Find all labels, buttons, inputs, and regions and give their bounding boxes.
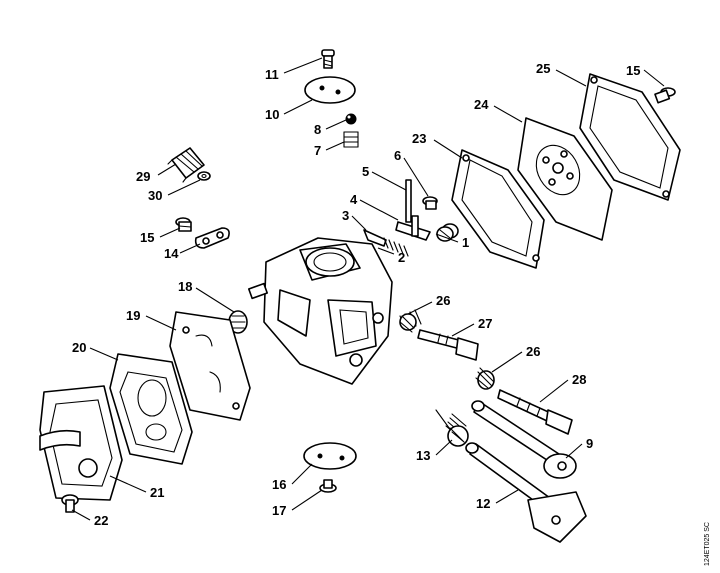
part-washer-30 xyxy=(197,171,211,181)
callout-1: 1 xyxy=(462,235,469,250)
callout-29: 29 xyxy=(136,169,150,184)
callout-10: 10 xyxy=(265,107,279,122)
reference-code: 124ET025 SC xyxy=(704,522,711,566)
callout-6: 6 xyxy=(394,148,401,163)
part-screw-15-right xyxy=(654,87,676,104)
part-disc-10 xyxy=(304,76,356,104)
part-spring-7 xyxy=(343,131,359,148)
callout-4: 4 xyxy=(350,192,358,207)
part-shaft-9 xyxy=(471,400,577,479)
part-screw-22 xyxy=(61,494,79,513)
callout-19: 19 xyxy=(126,308,140,323)
part-screw-11 xyxy=(321,49,335,69)
part-ball-8 xyxy=(345,113,357,125)
part-needle-28 xyxy=(497,389,573,435)
callout-24: 24 xyxy=(474,97,489,112)
part-disc-16 xyxy=(303,442,357,470)
leader-lines xyxy=(71,57,665,521)
part-needle-27 xyxy=(417,329,479,361)
part-diaphragm-20 xyxy=(109,353,193,465)
callout-27: 27 xyxy=(478,316,492,331)
part-pin-5 xyxy=(405,179,412,223)
callout-28: 28 xyxy=(572,372,586,387)
callout-7: 7 xyxy=(314,143,321,158)
part-bracket-14 xyxy=(194,227,230,249)
part-gasket-23 xyxy=(451,149,545,269)
callout-20: 20 xyxy=(72,340,86,355)
callout-26-upper: 26 xyxy=(436,293,450,308)
part-gasket-19 xyxy=(169,311,251,421)
part-cover-21 xyxy=(39,385,123,501)
part-screw-6 xyxy=(422,196,438,210)
callout-15-left: 15 xyxy=(140,230,154,245)
callout-21: 21 xyxy=(150,485,164,500)
part-spring-2 xyxy=(383,237,409,257)
part-cover-25 xyxy=(579,73,681,201)
callout-23: 23 xyxy=(412,131,426,146)
callout-14: 14 xyxy=(164,246,179,261)
callout-11: 11 xyxy=(265,67,279,82)
callout-16: 16 xyxy=(272,477,286,492)
callout-8: 8 xyxy=(314,122,321,137)
part-screw-15-left xyxy=(175,217,192,232)
part-spring-26-lower xyxy=(475,367,495,390)
part-shaft-12 xyxy=(465,442,587,543)
callout-5: 5 xyxy=(362,164,369,179)
callout-3: 3 xyxy=(342,208,349,223)
callout-22: 22 xyxy=(94,513,108,528)
part-spring-13 xyxy=(435,409,469,447)
callout-9: 9 xyxy=(586,436,593,451)
callout-12: 12 xyxy=(476,496,490,511)
callout-13: 13 xyxy=(416,448,430,463)
callout-17: 17 xyxy=(272,503,286,518)
callout-2: 2 xyxy=(398,250,405,265)
part-diaphragm-24 xyxy=(517,117,613,241)
part-carburetor-body xyxy=(247,237,393,385)
part-spring-29 xyxy=(167,147,205,183)
callout-26-lower: 26 xyxy=(526,344,540,359)
callout-30: 30 xyxy=(148,188,162,203)
part-needle-3 xyxy=(363,229,387,247)
callout-25: 25 xyxy=(536,61,550,76)
callout-15-right: 15 xyxy=(626,63,640,78)
part-screw-17 xyxy=(319,479,337,493)
callout-18: 18 xyxy=(178,279,192,294)
part-lever-4 xyxy=(395,215,431,241)
